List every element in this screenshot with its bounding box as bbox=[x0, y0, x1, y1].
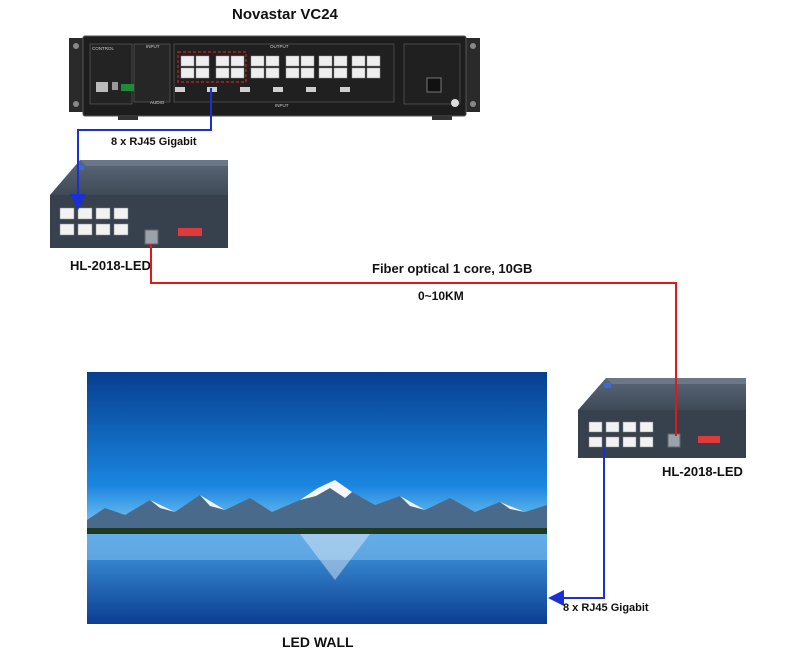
led-wall-title: LED WALL bbox=[282, 634, 354, 650]
fiber-label: Fiber optical 1 core, 10GB bbox=[372, 261, 533, 276]
converter-top-device bbox=[50, 160, 228, 248]
led-wall-display bbox=[87, 372, 547, 624]
input-section-label: INPUT bbox=[146, 44, 160, 49]
output-section-label: OUTPUT bbox=[270, 44, 289, 49]
vc24-rj45-ports bbox=[180, 55, 381, 79]
mountain-range bbox=[87, 480, 547, 532]
fiber-link bbox=[150, 244, 677, 436]
copper-link-top bbox=[70, 88, 212, 210]
link-label-converter-wall: 8 x RJ45 Gigabit bbox=[563, 602, 649, 614]
link-label-controller-converter: 8 x RJ45 Gigabit bbox=[111, 136, 197, 148]
novastar-vc24-device: CONTROL INPUT AUDIO OUTPUT INPUT bbox=[69, 35, 480, 120]
converter-bottom-title: HL-2018-LED bbox=[662, 464, 743, 479]
controller-title: Novastar VC24 bbox=[232, 6, 338, 23]
input-bottom-label: INPUT bbox=[275, 103, 289, 108]
copper-link-bottom bbox=[548, 448, 605, 606]
distance-label: 0~10KM bbox=[418, 289, 464, 303]
converter-bottom-device bbox=[578, 378, 746, 458]
highlighted-port-group bbox=[177, 51, 247, 83]
control-section-label: CONTROL bbox=[92, 46, 114, 51]
converter-top-title: HL-2018-LED bbox=[70, 258, 151, 273]
audio-section-label: AUDIO bbox=[150, 100, 165, 105]
